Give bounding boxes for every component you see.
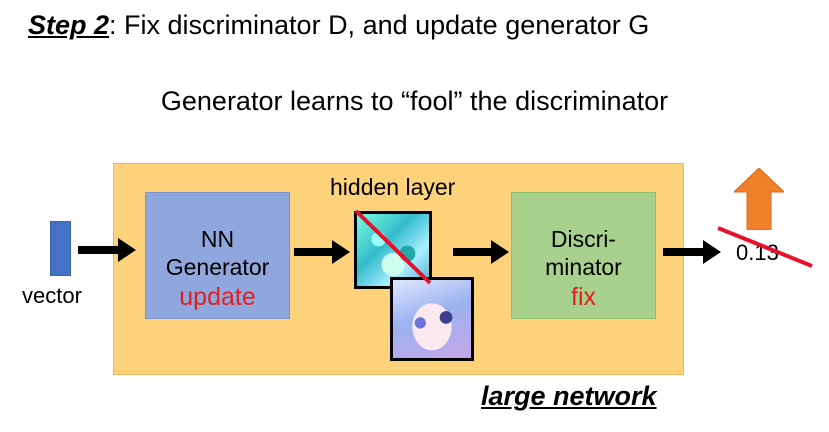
arrow-hidden-to-discriminator	[453, 240, 509, 264]
discriminator-box: Discri- minator fix	[511, 192, 656, 319]
generator-update-tag: update	[179, 283, 256, 311]
hidden-layer-label: hidden layer	[330, 174, 456, 200]
generator-name: NN Generator	[165, 226, 270, 280]
arrow-vector-to-generator	[78, 238, 136, 262]
generated-image-new	[390, 277, 474, 361]
arrow-discriminator-to-output	[663, 240, 721, 264]
step-description: : Fix discriminator D, and update genera…	[109, 10, 650, 40]
strike-line-output	[717, 226, 813, 268]
large-network-label: large network	[481, 381, 657, 411]
strike-line-image	[354, 209, 432, 285]
input-vector-label: vector	[22, 283, 82, 308]
increase-arrow-icon	[734, 168, 784, 230]
generator-box: NN Generator update	[145, 192, 290, 319]
slide-subtitle: Generator learns to “fool” the discrimin…	[160, 86, 669, 116]
discriminator-fix-tag: fix	[571, 283, 596, 311]
step-label: Step 2	[28, 10, 110, 40]
step-heading: Step 2: Fix discriminator D, and update …	[28, 10, 649, 41]
input-vector-shape	[50, 221, 71, 276]
discriminator-name: Discri- minator	[545, 226, 622, 280]
arrow-generator-to-hidden	[294, 240, 350, 264]
